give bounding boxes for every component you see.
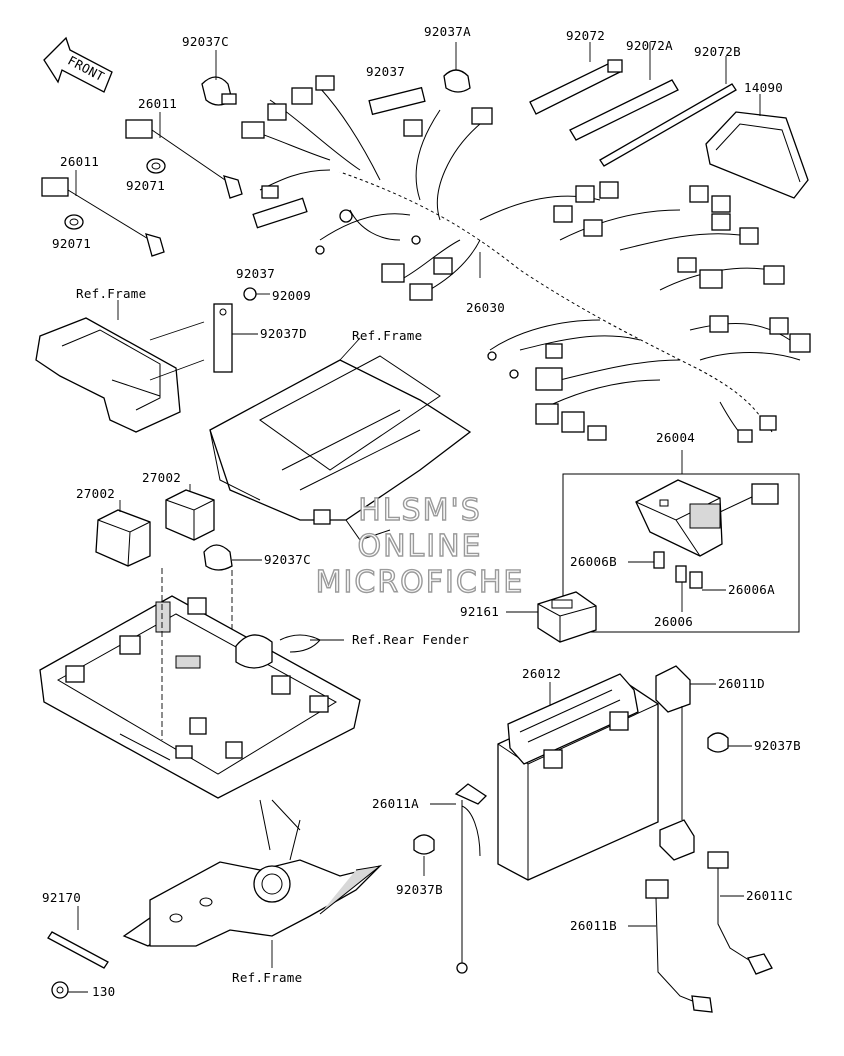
clamp-92037b-left [413, 834, 435, 876]
lead-26011-lower [41, 170, 165, 257]
lead-26011a [430, 783, 488, 974]
relay-27002-b [165, 484, 215, 541]
label-92072b: 92072B [694, 44, 741, 59]
front-arrow-icon: FRONT [43, 36, 113, 93]
grommet-92071-lower [64, 214, 84, 230]
lead-26011d [655, 665, 716, 861]
label-26011d: 26011D [718, 676, 765, 691]
watermark-line-2: ONLINE [357, 529, 482, 564]
strap-92037-mid [252, 197, 308, 229]
label-92009: 92009 [272, 288, 311, 303]
label-ref-frame-2: Ref.Frame [352, 328, 422, 343]
label-26011a: 26011A [372, 796, 419, 811]
ref-frame-bottom [122, 799, 383, 968]
ref-frame-bracket [35, 300, 205, 433]
label-26030: 26030 [466, 300, 505, 315]
part-labels: 92037C 92037A 92072 92072A 92072B 14090 … [42, 24, 801, 999]
label-27002-a: 27002 [142, 470, 181, 485]
watermark: HLSM'S ONLINE MICROFICHE [315, 492, 525, 600]
watermark-line-1: HLSM'S [358, 493, 482, 528]
clamp-92037c-top [201, 50, 237, 106]
label-92072: 92072 [566, 28, 605, 43]
lead-26011-upper [125, 112, 243, 199]
strap-92170 [47, 906, 109, 969]
watermark-line-3: MICROFICHE [316, 565, 525, 600]
label-26011-b: 26011 [60, 154, 99, 169]
label-26011-a: 26011 [138, 96, 177, 111]
label-92161: 92161 [460, 604, 499, 619]
fuse-box-26004-group [562, 450, 800, 633]
label-92037c-top: 92037C [182, 34, 229, 49]
label-92037-mid: 92037 [236, 266, 275, 281]
cable-ties [529, 42, 737, 167]
label-130: 130 [92, 984, 115, 999]
ref-frame-center [209, 337, 472, 541]
label-92037c-mid: 92037C [264, 552, 311, 567]
label-26006b: 26006B [570, 554, 617, 569]
label-92037-top: 92037 [366, 64, 405, 79]
ref-rear-fender-tray [39, 568, 361, 799]
main-harness-26030 [241, 75, 811, 443]
fuse-holder-92161 [506, 591, 597, 643]
battery-26012 [497, 673, 659, 881]
label-26011b: 26011B [570, 918, 617, 933]
label-ref-rear-fender: Ref.Rear Fender [352, 632, 470, 647]
bolt-130 [51, 981, 88, 999]
label-26004: 26004 [656, 430, 695, 445]
label-27002-b: 27002 [76, 486, 115, 501]
label-26011c: 26011C [746, 888, 793, 903]
label-92170: 92170 [42, 890, 81, 905]
label-92071-a: 92071 [126, 178, 165, 193]
lead-26011c [707, 851, 773, 975]
clamp-92037b-right [707, 732, 752, 753]
screw-92009 [243, 287, 270, 301]
strap-92037d [213, 303, 258, 373]
label-26006: 26006 [654, 614, 693, 629]
lead-26011b [628, 879, 713, 1013]
label-92071-b: 92071 [52, 236, 91, 251]
label-ref-frame-1: Ref.Frame [76, 286, 146, 301]
strap-92037-top [368, 86, 426, 116]
label-26006a: 26006A [728, 582, 775, 597]
label-92072a: 92072A [626, 38, 673, 53]
label-92037b-left: 92037B [396, 882, 443, 897]
label-92037a: 92037A [424, 24, 471, 39]
label-14090: 14090 [744, 80, 783, 95]
label-92037d: 92037D [260, 326, 307, 341]
clamp-92037a [443, 42, 471, 93]
label-92037b-right: 92037B [754, 738, 801, 753]
relay-27002-a [95, 500, 151, 567]
label-ref-frame-3: Ref.Frame [232, 970, 302, 985]
grommet-92071-upper [146, 158, 166, 174]
label-26012: 26012 [522, 666, 561, 681]
cover-14090 [705, 94, 809, 199]
